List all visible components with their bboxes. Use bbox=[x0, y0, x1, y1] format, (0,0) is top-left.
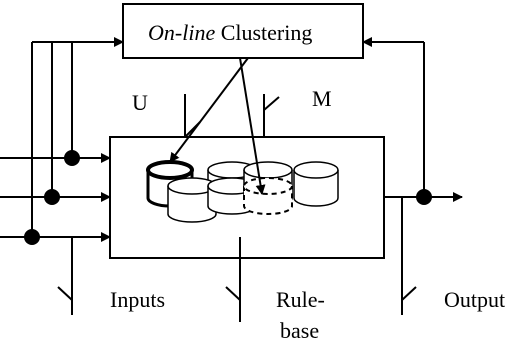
label-u: U bbox=[132, 90, 148, 115]
label-m: M bbox=[312, 86, 332, 111]
label-inputs: Inputs bbox=[110, 287, 165, 312]
rule-cylinder bbox=[293, 161, 339, 207]
signal-ticks bbox=[184, 94, 280, 138]
clustering-label-rest: Clustering bbox=[215, 20, 312, 45]
new-rule-cylinder-dashed bbox=[243, 177, 293, 215]
bottom-ticks bbox=[57, 197, 417, 322]
clustering-box bbox=[122, 3, 364, 59]
rule-cylinder bbox=[167, 177, 217, 223]
clustering-to-rule-arrows bbox=[169, 57, 266, 195]
label-output: Output bbox=[444, 287, 505, 312]
rule-cylinders bbox=[146, 160, 339, 223]
clustering-label: On-line Clustering bbox=[148, 20, 312, 45]
label-rulebase-line1: Rule- bbox=[276, 287, 325, 312]
output-junction-dot bbox=[416, 189, 432, 205]
clustering-block: On-line Clustering bbox=[122, 3, 364, 59]
label-rulebase-line2: base bbox=[280, 318, 319, 343]
input-feed-lines bbox=[31, 37, 124, 237]
input-junction-dots bbox=[24, 150, 80, 245]
clustering-label-italic: On-line bbox=[148, 20, 215, 45]
